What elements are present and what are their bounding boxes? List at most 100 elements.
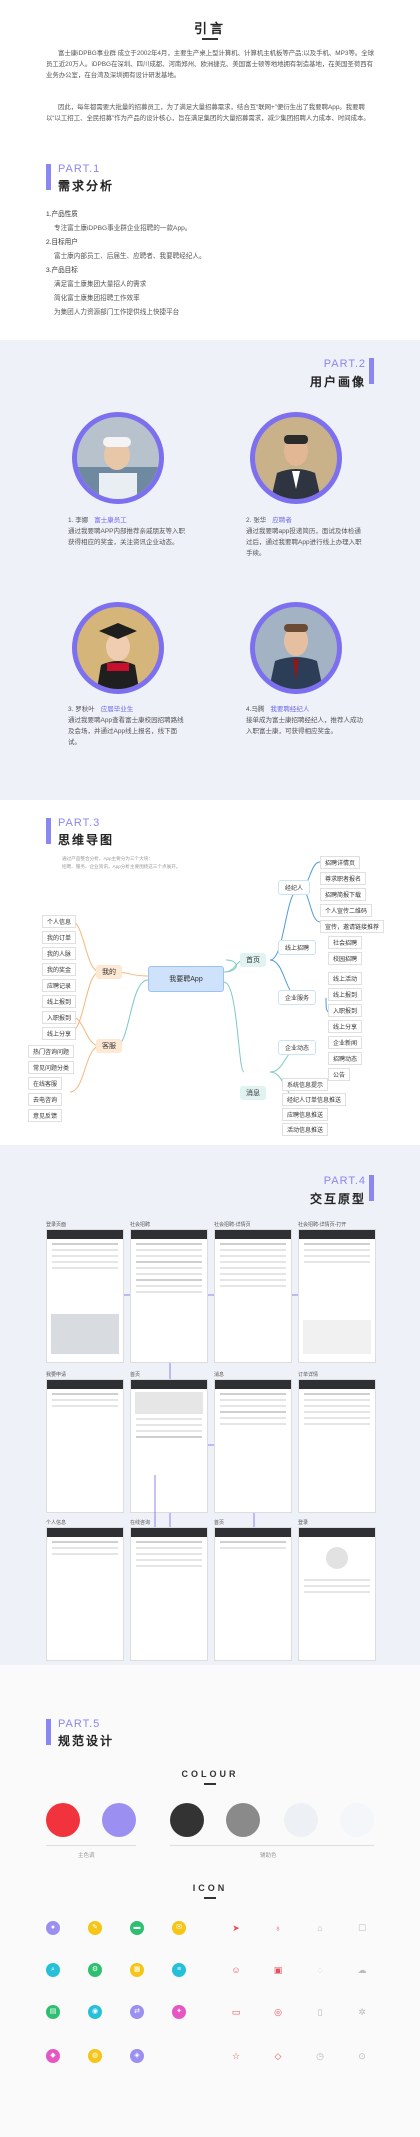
intro-title: 引言 (193, 21, 226, 36)
mindmap-leaf: 意见反馈 (28, 1109, 63, 1122)
mindmap-leaf: 个人宣传二维码 (320, 904, 373, 917)
mindmap-center-node: 我要聘App (148, 966, 224, 992)
screen-title: 消息 (214, 1372, 225, 1378)
title-underline (202, 38, 218, 40)
calendar-icon: ▦ (130, 1963, 144, 1977)
mindmap-leaf: 我的奖金 (42, 963, 77, 976)
mindmap-leaf: 线上分享 (328, 1020, 363, 1033)
persona-description: 通过我要聘App查看富士康校园招聘路线及会场，并通过App线上报名，线下面试。 (68, 717, 184, 746)
color-swatch-red (46, 1803, 80, 1837)
mindmap-leaf: 我的订单 (42, 931, 77, 944)
persona-tag: 富士康员工 (94, 517, 127, 524)
icon-heading: ICON (192, 1883, 228, 1893)
share-panel (303, 1320, 371, 1354)
part2-accent-bar (369, 358, 374, 384)
part1-item-heading: 3.产品目标 (46, 267, 78, 274)
prototype-screen (46, 1527, 124, 1661)
part2-number: PART.2 (323, 358, 366, 370)
briefcase-icon: ▬ (130, 1921, 144, 1935)
part1-item-detail: 专注富士康iDPBG事业群企业招聘的一款App。 (54, 225, 192, 232)
mindmap-branch-kefu: 客服 (96, 1039, 122, 1053)
prototype-section: PART.4 交互原型 登录页面 社会招聘 社会招聘-详情页 社会招聘-详情页-… (0, 1145, 420, 1665)
chat-bubble-icon: ◌ (317, 1965, 323, 1975)
persona-section: PART.2 用户画像 1. 李娜富士康员工 通过我要聘APP内部推荐亲戚朋友等… (0, 340, 420, 800)
mindmap-branch-xiaoxi: 消息 (240, 1086, 266, 1100)
transfer-icon: ⇄ (130, 2005, 144, 2019)
part4-accent-bar (369, 1175, 374, 1201)
tag-icon: ◇ (274, 2051, 282, 2061)
mindmap-leaf: 去电咨询 (28, 1093, 63, 1106)
mindmap-note: 通过产品整合分析，App主要分为三个大块： (62, 856, 153, 861)
persona-name: 4.马腾 (246, 706, 265, 713)
screen-title: 首页 (214, 1520, 225, 1526)
aux-color-label: 辅助色 (260, 1853, 277, 1859)
persona-description: 通过我要聘app投递简历，面试及体检通过后，通过我要聘App进行线上办理入职手续… (246, 528, 362, 557)
colour-heading: COLOUR (181, 1769, 239, 1779)
persona-avatar (250, 602, 342, 694)
shop-icon: ◆ (46, 2049, 60, 2063)
mindmap-leaf: 企业新闻 (328, 1036, 363, 1049)
color-swatch-dark (170, 1803, 204, 1837)
prototype-screen (130, 1229, 208, 1363)
prototype-screen (214, 1527, 292, 1661)
mindmap-leaf: 经纪人订单信息推送 (282, 1093, 347, 1106)
mindmap-leaf: 应聘记录 (42, 979, 77, 992)
persona-avatar (250, 412, 342, 504)
persona-name: 1. 李娜 (68, 517, 89, 524)
main-color-label: 主色调 (78, 1853, 95, 1859)
worker-photo-icon (77, 417, 159, 499)
color-swatch-grey (226, 1803, 260, 1837)
mindmap-leaf: 招聘动态 (328, 1052, 363, 1065)
persona-name: 3. 罗秋叶 (68, 706, 95, 713)
prototype-screen (46, 1379, 124, 1513)
intro-paragraph-1: 富士康iDPBG事业群 成立于2002年4月，主要生产桌上型计算机、计算机主机板… (46, 50, 375, 79)
mindmap-sub-qiye: 企业服务 (278, 990, 317, 1005)
mindmap-leaf: 线上分享 (42, 1027, 77, 1040)
clipboard-icon: ▯ (317, 2007, 323, 2017)
part3-title: 思维导图 (58, 833, 115, 847)
color-swatch-light (284, 1803, 318, 1837)
part1-item-heading: 2.目标用户 (46, 239, 78, 246)
screen-title: 我要申请 (46, 1372, 67, 1378)
heading-underline (204, 1783, 216, 1785)
mindmap-leaf: 在线客服 (28, 1077, 63, 1090)
mindmap-sub-xianshang: 线上招聘 (278, 940, 317, 955)
document-icon: ≡ (172, 1963, 186, 1977)
screen-title: 登录页面 (46, 1222, 67, 1228)
mindmap-section: PART.3 思维导图 通过产品整合分析，App主要分为三个大块： 招聘、服务、… (0, 800, 420, 1145)
part1-number: PART.1 (58, 163, 101, 175)
persona-card: 3. 罗秋叶应届毕业生 通过我要聘App查看富士康校园招聘路线及会场，并通过Ap… (68, 704, 186, 748)
doc-icon: ▭ (231, 2007, 241, 2017)
mindmap-leaf: 线上活动 (328, 972, 363, 985)
mindmap-leaf: 线上报到 (42, 995, 77, 1008)
spec-section: PART.5 规范设计 COLOUR 主色调 辅助色 ICON ● ✎ ▬ ✉ … (0, 1665, 420, 2137)
mindmap-leaf: 招聘详情页 (320, 856, 361, 869)
prototype-screen (298, 1527, 376, 1661)
mindmap-leaf: 公告 (328, 1068, 351, 1081)
mindmap-branch-shouye: 首页 (240, 953, 266, 967)
part4-number: PART.4 (323, 1175, 366, 1187)
mindmap-leaf: 入职报到 (42, 1011, 77, 1024)
mindmap-leaf: 系统信息提示 (282, 1078, 329, 1091)
prototype-screen (214, 1229, 292, 1363)
persona-tag: 我要聘经纪人 (270, 706, 310, 713)
chat-icon: ◉ (88, 2005, 102, 2019)
keyboard (51, 1314, 119, 1354)
user-icon: ● (46, 1921, 60, 1935)
mindmap-leaf: 校园招聘 (328, 952, 363, 965)
mindmap-leaf: 常见问题分类 (28, 1061, 75, 1074)
prototype-screen (130, 1527, 208, 1661)
agent-photo-icon (255, 607, 337, 689)
heading-underline (204, 1897, 216, 1899)
mindmap-sub-dongtai: 企业动态 (278, 1040, 317, 1055)
mindmap-leaf: 入职报到 (328, 1004, 363, 1017)
pin-icon: ⊙ (358, 2051, 366, 2061)
prototype-flow-lines (124, 1294, 298, 1527)
persona-avatar (72, 602, 164, 694)
mindmap-note: 招聘、服务、企业资讯，App分析主要围绕这三个点展开。 (62, 864, 181, 869)
part1-title: 需求分析 (58, 179, 115, 193)
applicant-photo-icon (255, 417, 337, 499)
mail-icon: ✉ (172, 1921, 186, 1935)
gift-icon: ✦ (172, 2005, 186, 2019)
part4-title: 交互原型 (309, 1192, 366, 1206)
